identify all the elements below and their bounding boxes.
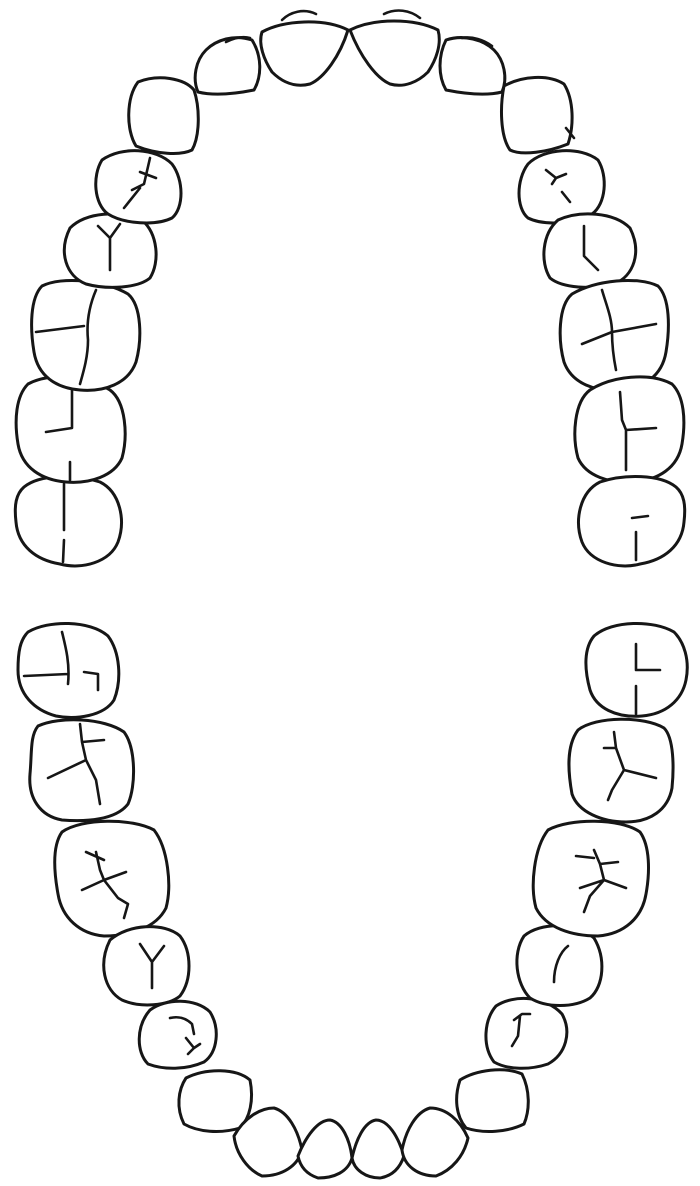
lower-right-canine[interactable] <box>179 1071 252 1132</box>
upper-left-first-molar[interactable] <box>560 280 668 390</box>
upper-left-third-molar[interactable] <box>579 477 685 566</box>
lower-right-first-premolar[interactable] <box>139 1001 216 1068</box>
upper-right-first-molar[interactable] <box>32 280 140 390</box>
upper-right-central-incisor[interactable] <box>261 11 348 85</box>
lower-left-third-molar[interactable] <box>586 623 687 716</box>
lower-arch <box>18 623 687 1178</box>
upper-right-second-molar[interactable] <box>16 377 125 482</box>
lower-right-first-molar[interactable] <box>55 821 169 936</box>
upper-left-first-premolar[interactable] <box>519 151 604 223</box>
lower-right-second-premolar[interactable] <box>104 927 189 1005</box>
upper-right-first-premolar[interactable] <box>96 151 181 223</box>
upper-right-second-premolar[interactable] <box>64 214 156 287</box>
lower-right-central-incisor[interactable] <box>298 1120 352 1178</box>
lower-left-canine[interactable] <box>457 1070 529 1132</box>
lower-left-first-premolar[interactable] <box>486 998 567 1068</box>
upper-arch <box>15 11 684 566</box>
lower-right-second-molar[interactable] <box>30 720 134 821</box>
upper-right-canine[interactable] <box>129 78 199 154</box>
lower-left-lateral-incisor[interactable] <box>402 1108 468 1176</box>
upper-right-lateral-incisor[interactable] <box>195 37 260 94</box>
lower-left-second-premolar[interactable] <box>517 926 602 1006</box>
upper-left-central-incisor[interactable] <box>350 11 439 86</box>
upper-left-second-molar[interactable] <box>575 377 684 482</box>
lower-right-third-molar[interactable] <box>18 623 119 717</box>
upper-left-canine[interactable] <box>502 77 574 152</box>
upper-right-third-molar[interactable] <box>15 477 121 566</box>
lower-left-central-incisor[interactable] <box>352 1120 404 1178</box>
upper-left-second-premolar[interactable] <box>544 214 636 287</box>
lower-left-second-molar[interactable] <box>569 719 673 822</box>
lower-left-first-molar[interactable] <box>533 821 648 936</box>
upper-left-lateral-incisor[interactable] <box>440 37 505 94</box>
